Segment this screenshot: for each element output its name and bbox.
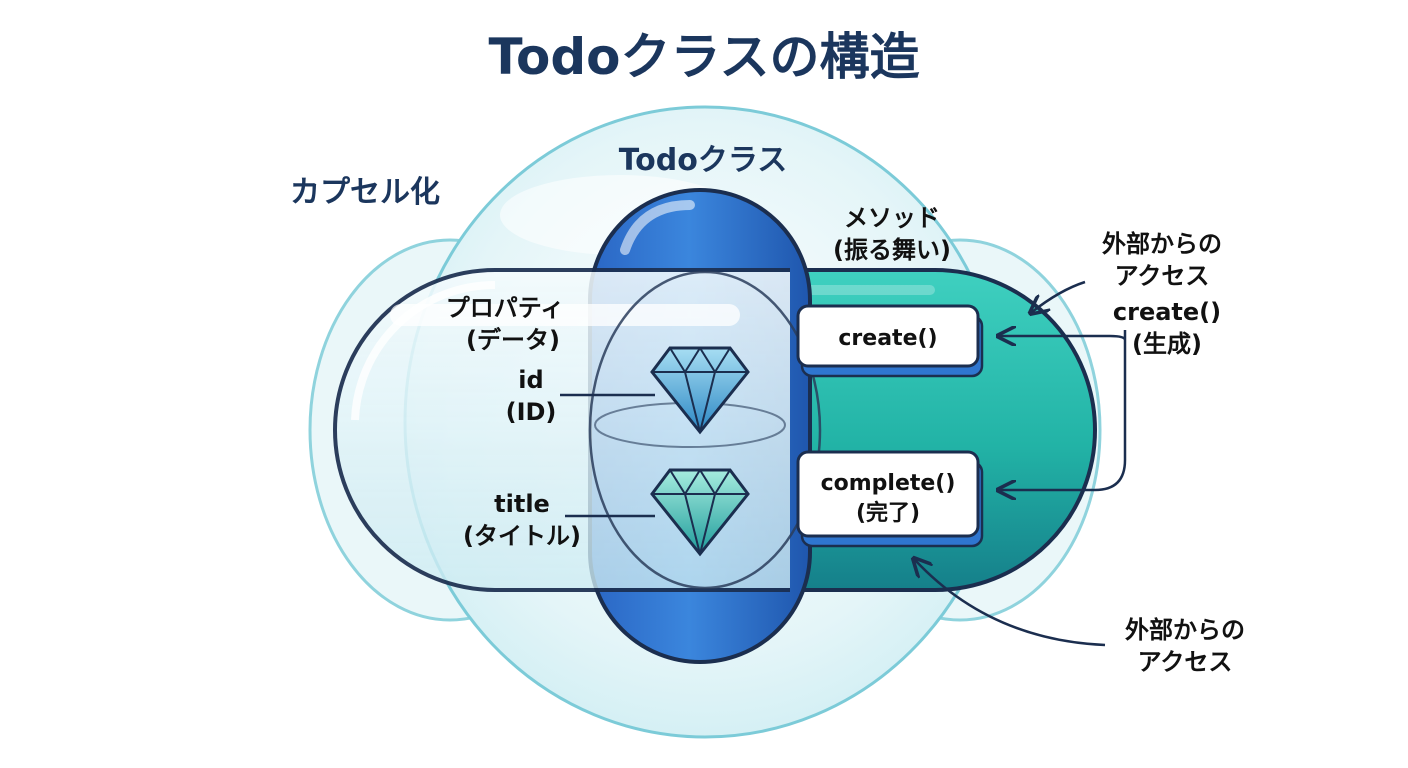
arrow-to-capsule-top [1032,280,1086,312]
svg-text:アクセス: アクセス [1115,262,1210,290]
svg-text:(データ): (データ) [466,326,560,354]
diagram-title: Todoクラスの構造 [489,28,920,86]
svg-text:メソッド: メソッド [844,204,940,232]
svg-text:create(): create() [1113,298,1221,326]
svg-text:title: title [494,490,550,518]
property-title-label: title (タイトル) [463,490,581,550]
svg-text:外部からの: 外部からの [1125,616,1245,644]
encapsulation-label: カプセル化 [290,175,440,210]
svg-text:(生成): (生成) [1132,330,1202,358]
svg-text:(振る舞い): (振る舞い) [833,236,951,264]
svg-text:id: id [518,366,543,394]
svg-text:外部からの: 外部からの [1102,230,1222,258]
properties-header: プロパティ (データ) [446,294,565,354]
external-access-top-label: 外部からの アクセス create() (生成) [1102,230,1222,358]
external-access-bottom-label: 外部からの アクセス [1125,616,1245,676]
svg-text:create(): create() [838,326,937,351]
svg-text:(ID): (ID) [506,398,557,426]
gem-icon-title [650,468,750,557]
arrow-to-create [1000,330,1127,340]
methods-header: メソッド (振る舞い) [833,204,951,264]
svg-text:(完了): (完了) [856,500,920,526]
method-complete-box: complete() (完了) [796,450,984,548]
svg-text:(タイトル): (タイトル) [463,522,581,550]
class-name-label: Todoクラス [619,143,788,178]
gem-icon-id [650,346,750,435]
svg-text:プロパティ: プロパティ [446,294,565,322]
property-id-label: id (ID) [506,366,557,426]
method-create-box: create() [796,304,984,378]
svg-text:complete(): complete() [821,471,956,496]
arrow-to-capsule-bottom [915,560,1106,647]
svg-text:アクセス: アクセス [1138,648,1233,676]
arrow-to-complete [1000,340,1127,490]
